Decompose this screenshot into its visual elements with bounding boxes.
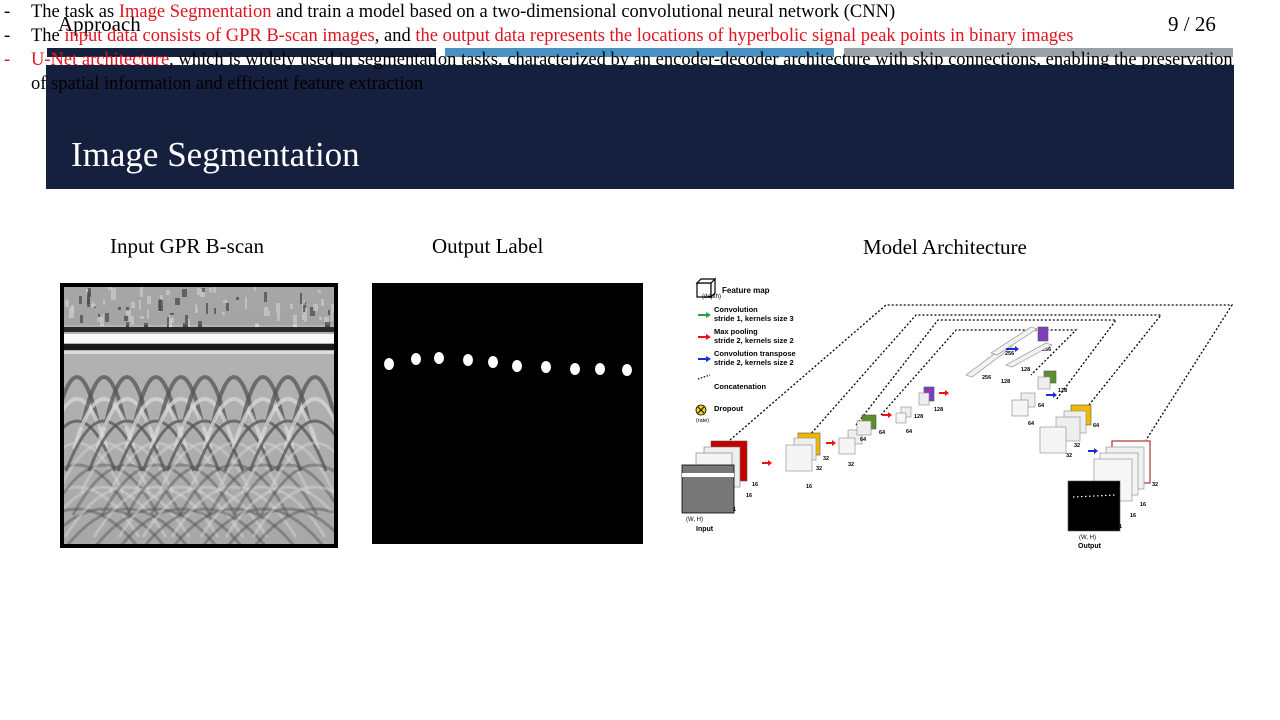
peak-point — [512, 360, 522, 372]
decoder: 128 128 128 64 64 64 32 32 32 1 — [1001, 343, 1158, 550]
svg-text:128: 128 — [934, 407, 943, 413]
gpr-bscan-image — [60, 283, 338, 548]
bullet-item: - The task as Image Segmentation and trai… — [0, 0, 1250, 24]
svg-text:16: 16 — [746, 493, 752, 499]
bullet-text: , and — [375, 26, 416, 46]
svg-text:64: 64 — [1028, 421, 1035, 427]
svg-text:32: 32 — [816, 466, 822, 472]
peak-point — [541, 361, 551, 373]
svg-text:128: 128 — [1001, 379, 1010, 385]
peak-point — [384, 358, 394, 370]
model-caption: Model Architecture — [863, 235, 1027, 260]
green-arrow-icon — [706, 312, 711, 318]
peak-point — [411, 353, 421, 365]
bullet-dash: - — [4, 0, 10, 24]
bullet-text: The — [31, 26, 64, 46]
gpr-bscan-graphic — [64, 287, 334, 544]
dotted-line-icon — [698, 375, 710, 379]
peak-point — [570, 363, 580, 375]
unet-architecture-diagram: (depth) Feature map Convolution stride 1… — [676, 275, 1236, 555]
output-label-graphic — [372, 283, 643, 544]
slide-title: Image Segmentation — [71, 135, 360, 175]
peak-point — [622, 364, 632, 376]
svg-text:32: 32 — [1066, 453, 1072, 459]
architecture-legend: (depth) Feature map Convolution stride 1… — [696, 279, 796, 424]
peak-point — [463, 354, 473, 366]
svg-text:32: 32 — [823, 456, 829, 462]
legend-concat: Concatenation — [714, 382, 767, 391]
legend-rate: (rate) — [696, 418, 709, 424]
legend-conv-desc: stride 1, kernels size 3 — [714, 314, 794, 323]
output-label-image — [372, 283, 643, 544]
peak-point — [434, 352, 444, 364]
svg-text:64: 64 — [1093, 423, 1100, 429]
output-label: Output — [1078, 543, 1102, 550]
highlighted-text: U-Net architecture — [31, 50, 169, 70]
legend-pool-title: Max pooling — [714, 327, 758, 336]
svg-text:64: 64 — [1038, 403, 1045, 409]
bullet-item: - U-Net architecture, which is widely use… — [0, 48, 1250, 96]
svg-text:16: 16 — [752, 482, 758, 488]
svg-text:1: 1 — [733, 507, 736, 513]
svg-text:256: 256 — [982, 375, 991, 381]
svg-text:128: 128 — [1021, 367, 1030, 373]
legend-depth-text: (depth) — [702, 294, 721, 300]
red-arrow-icon — [706, 334, 711, 340]
bullet-text: , which is widely used in segmentation t… — [31, 50, 1233, 94]
peak-point — [595, 363, 605, 375]
legend-dropout: Dropout — [714, 404, 744, 413]
svg-text:64: 64 — [860, 437, 867, 443]
legend-pool-desc: stride 2, kernels size 2 — [714, 336, 794, 345]
svg-text:32: 32 — [848, 462, 854, 468]
skip-connections — [730, 305, 1232, 445]
input-label: Input — [696, 526, 714, 533]
highlighted-text: Image Segmentation — [119, 2, 272, 22]
peak-point — [488, 356, 498, 368]
svg-text:128: 128 — [1058, 388, 1067, 394]
bullet-text: and train a model based on a two-dimensi… — [271, 2, 895, 22]
highlighted-text: input data consists of GPR B-scan images — [64, 26, 374, 46]
svg-text:256: 256 — [1005, 351, 1014, 357]
output-caption: Output Label — [432, 234, 543, 259]
legend-conv-title: Convolution — [714, 305, 758, 314]
bullet-text: The task as — [31, 2, 119, 22]
output-size-label: (W, H) — [1079, 535, 1096, 541]
svg-text:16: 16 — [806, 484, 812, 490]
bullet-item: - The input data consists of GPR B-scan i… — [0, 24, 1250, 48]
svg-text:32: 32 — [1152, 482, 1158, 488]
bullet-dash: - — [4, 48, 10, 72]
blue-arrow-icon — [706, 356, 711, 362]
svg-text:16: 16 — [1130, 513, 1136, 519]
output-thumbnail — [1068, 481, 1120, 531]
legend-tconv-desc: stride 2, kernels size 2 — [714, 358, 794, 367]
legend-feature-map: Feature map — [722, 286, 770, 295]
bullet-list: - The task as Image Segmentation and trai… — [0, 0, 1250, 96]
bullet-dash: - — [4, 24, 10, 48]
svg-text:32: 32 — [1074, 443, 1080, 449]
svg-text:64: 64 — [906, 429, 913, 435]
svg-text:1: 1 — [1119, 524, 1122, 530]
input-caption: Input GPR B-scan — [110, 234, 264, 259]
legend-tconv-title: Convolution transpose — [714, 349, 796, 358]
svg-text:64: 64 — [879, 430, 886, 436]
input-size-label: (W, H) — [686, 517, 703, 523]
input-thumbnail — [682, 465, 734, 513]
svg-text:16: 16 — [1140, 502, 1146, 508]
svg-text:128: 128 — [914, 414, 923, 420]
highlighted-text: the output data represents the locations… — [415, 26, 1073, 46]
